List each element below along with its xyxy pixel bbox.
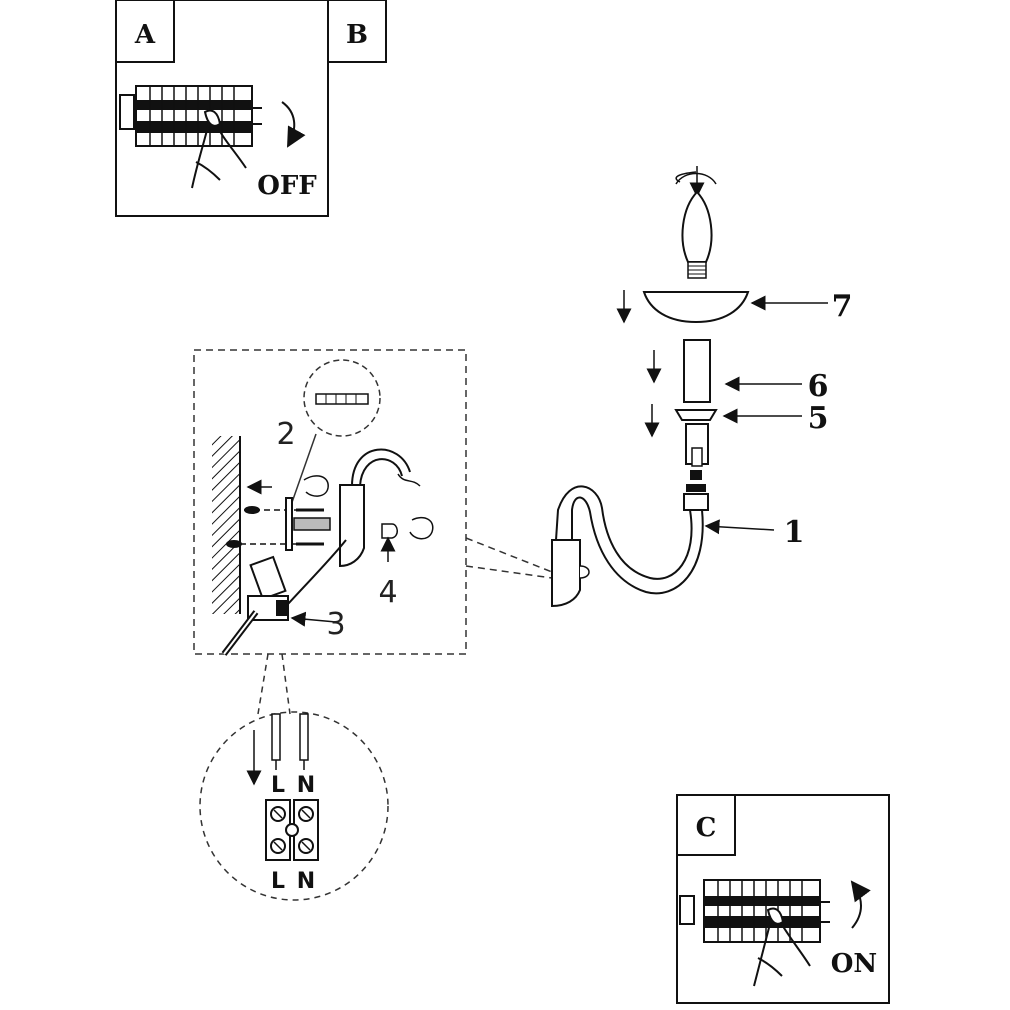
- wire-label-top-l: L: [271, 773, 285, 798]
- callout-5: 5: [808, 401, 829, 436]
- callout-6: 6: [808, 369, 829, 404]
- curved-arrow-up-icon: [850, 880, 871, 929]
- panel-a: A OFF: [115, 0, 329, 217]
- bulb-icon: [675, 166, 717, 279]
- wall-plate-icon: [339, 448, 421, 568]
- cap-nut-icon: [380, 516, 434, 562]
- wall-hatch-icon: [212, 436, 241, 614]
- screws-and-plugs: [226, 475, 331, 551]
- connector-block-icon: [265, 799, 319, 861]
- wall-plug-icon: [315, 393, 369, 405]
- rotate-icon: [303, 475, 329, 497]
- lamp-arm-icon: [551, 485, 704, 608]
- panel-c-caption: ON: [831, 949, 877, 979]
- callout-4: 4: [378, 575, 397, 610]
- breaker-box-icon: [679, 879, 830, 943]
- curved-arrow-down-icon: [281, 101, 306, 148]
- mounting-detail: 2 4: [193, 349, 467, 656]
- wire-label-bottom-n: N: [297, 869, 315, 894]
- wiring-detail: L N L N: [199, 653, 389, 901]
- panel-a-caption: OFF: [257, 171, 317, 201]
- callout-2: 2: [276, 417, 295, 452]
- candle-sleeve-icon: [683, 339, 711, 403]
- wire-label-top-n: N: [297, 773, 315, 798]
- terminal-block-icon: [221, 539, 347, 656]
- callout-1: 1: [784, 515, 805, 550]
- lamp-assembly: 7 6 5 1: [551, 166, 853, 608]
- socket-icon: [683, 423, 709, 511]
- wall-anchor-magnifier: [289, 359, 381, 509]
- panel-c-letter: C: [696, 813, 717, 843]
- hand-icon: [191, 109, 247, 189]
- breaker-box-icon: [119, 85, 262, 147]
- hand-icon: [753, 907, 811, 987]
- bobeche-icon: [674, 409, 718, 421]
- wire-icon: [271, 713, 309, 770]
- panel-a-letter: A: [134, 20, 156, 50]
- wire-label-bottom-l: L: [271, 869, 285, 894]
- candle-cup-icon: [642, 291, 750, 324]
- panel-b-letter: B: [346, 20, 368, 50]
- panel-c: C ON: [676, 794, 890, 1004]
- mounting-plate-icon: [285, 497, 293, 551]
- callout-7: 7: [832, 289, 853, 324]
- threaded-rod-icon: [293, 517, 331, 531]
- callout-3: 3: [326, 607, 345, 642]
- panel-b: B: [327, 0, 387, 63]
